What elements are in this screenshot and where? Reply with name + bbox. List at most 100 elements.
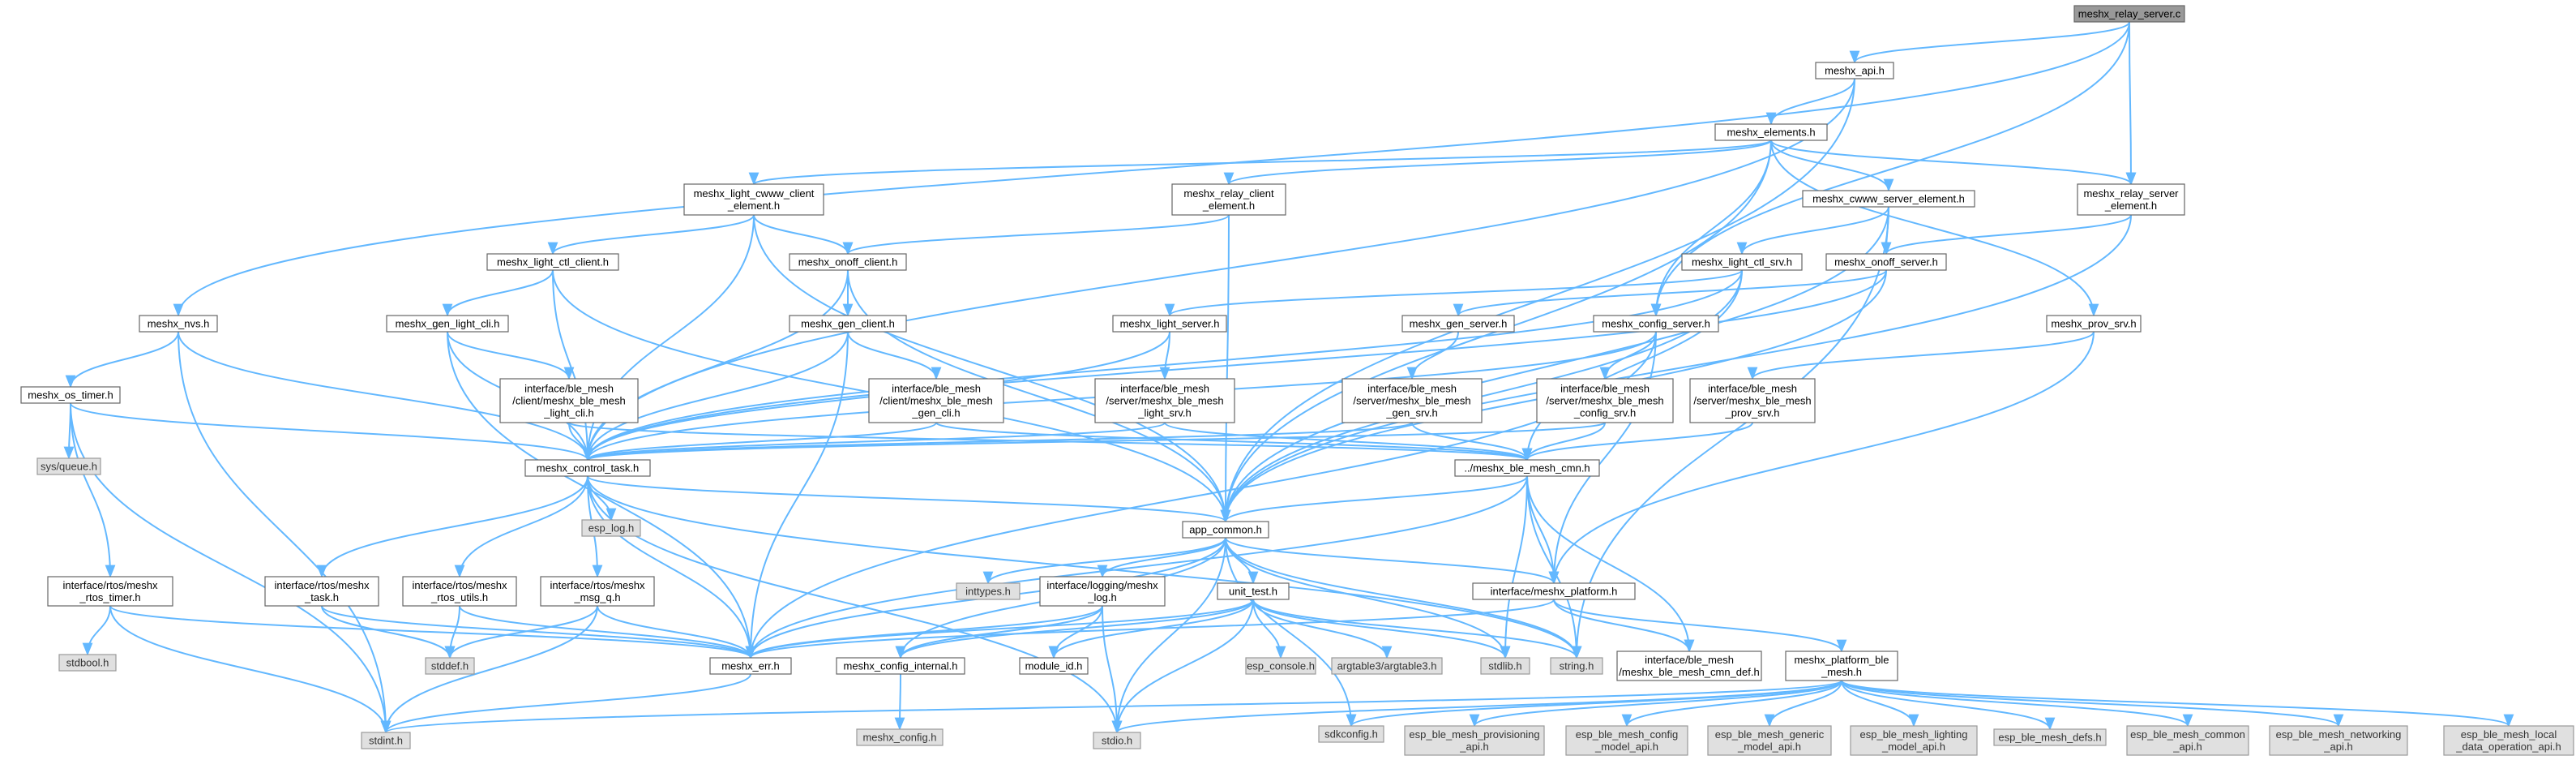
node-label: _element.h [727,200,780,212]
node-api-h[interactable]: meshx_api.h [1815,62,1894,79]
node-ble-mesh-cmn[interactable]: ../meshx_ble_mesh_cmn.h [1454,459,1600,477]
node-ble-light-srv[interactable]: interface/ble_mesh/server/meshx_ble_mesh… [1094,378,1235,423]
node-rtos-task[interactable]: interface/rtos/meshx_task.h [264,576,379,607]
node-label: _api.h [1459,741,1488,753]
node-label: meshx_config_internal.h [844,660,958,672]
edge-os_timer-to-stdint [70,402,392,734]
node-label: app_common.h [1189,524,1262,536]
node-platform-h[interactable]: interface/meshx_platform.h [1472,582,1636,600]
node-light-cwww-client-el[interactable]: meshx_light_cwww_client_element.h [683,183,824,216]
node-relay-client-el[interactable]: meshx_relay_client_element.h [1171,183,1286,216]
node-box [486,253,619,271]
node-box [1616,651,1762,681]
node-light-server[interactable]: meshx_light_server.h [1112,315,1227,333]
node-onoff-client[interactable]: meshx_onoff_client.h [789,253,907,271]
node-label: /client/meshx_ble_mesh [879,395,992,407]
node-label: _gen_srv.h [1385,407,1437,419]
edge-light_ctl_srv-to-ble_mesh_cmn [1521,269,1743,462]
edge-relay_client_el-to-onoff_client [842,214,1230,255]
node-ble-config-srv[interactable]: interface/ble_mesh/server/meshx_ble_mesh… [1536,378,1674,423]
node-gen-light-cli[interactable]: meshx_gen_light_cli.h [386,315,509,333]
node-label: module_id.h [1025,660,1083,672]
node-label: ../meshx_ble_mesh_cmn.h [1464,462,1590,474]
node-label: meshx_light_cwww_client [694,187,815,200]
edge-os_timer-to-control_task [70,402,593,462]
node-rtos-utils[interactable]: interface/rtos/meshx_rtos_utils.h [402,576,517,607]
node-msg-q[interactable]: interface/rtos/meshx_msg_q.h [540,576,655,607]
node-box [789,315,907,333]
node-ble-gen-cli[interactable]: interface/ble_mesh/client/meshx_ble_mesh… [868,378,1004,423]
edge-control_task-to-rtos_task [316,475,588,578]
node-unit-test[interactable]: unit_test.h [1217,582,1290,600]
node-label: _data_operation_api.h [2455,741,2561,753]
node-gen-server[interactable]: meshx_gen_server.h [1401,315,1515,333]
node-label: interface/ble_mesh [892,383,981,395]
node-label: interface/meshx_platform.h [1491,586,1618,598]
node-gen-client[interactable]: meshx_gen_client.h [789,315,907,333]
node-app-common[interactable]: app_common.h [1182,521,1269,539]
edge-unit_test-to-argtable3 [1252,599,1393,659]
edge-meshx_err-to-stdint [380,673,751,734]
edge-relay_server_c-to-nvs_h [173,21,2130,317]
node-elements-h[interactable]: meshx_elements.h [1714,123,1828,141]
node-box [1454,459,1600,477]
edge-gen_light_cli-to-meshx_err [447,331,756,659]
node-module-id[interactable]: module_id.h [1019,657,1089,675]
node-cwww-server-el[interactable]: meshx_cwww_server_element.h [1802,190,1975,208]
edge-elements_h-to-cwww_server_el [1770,140,1894,192]
node-box [1480,657,1530,675]
edge-relay_server_c-to-api_h [1849,21,2130,64]
edge-elements_h-to-config_server [1650,140,1772,317]
node-os-timer[interactable]: meshx_os_timer.h [20,386,121,404]
node-esp-lighting-model: esp_ble_mesh_lighting_model_api.h [1850,725,1978,756]
edge-ble_mesh_cmn-to-meshx_err [745,475,1528,659]
node-label: inttypes.h [965,586,1011,598]
node-nvs-h[interactable]: meshx_nvs.h [139,315,218,333]
edge-cwww_server_el-to-string_h [1571,206,1889,659]
node-prov-srv[interactable]: meshx_prov_srv.h [2046,315,2142,333]
edge-platform_ble_mesh-to-esp_generic_model [1764,680,1842,728]
node-light-ctl-srv[interactable]: meshx_light_ctl_srv.h [1681,253,1803,271]
node-stddef: stddef.h [425,657,475,675]
edge-control_task-to-meshx_err [587,475,756,659]
edge-api_h-to-elements_h [1765,78,1855,126]
node-config-internal[interactable]: meshx_config_internal.h [836,657,965,675]
node-label: _config_srv.h [1573,407,1636,419]
node-ble-gen-srv[interactable]: interface/ble_mesh/server/meshx_ble_mesh… [1341,378,1483,423]
node-ble-light-cli[interactable]: interface/ble_mesh/client/meshx_ble_mesh… [499,378,639,423]
node-ble-prov-srv[interactable]: interface/ble_mesh/server/meshx_ble_mesh… [1689,378,1816,423]
node-meshx-err[interactable]: meshx_err.h [709,657,792,675]
edge-msg_q-to-stdint [380,605,598,734]
node-onoff-server[interactable]: meshx_onoff_server.h [1825,253,1947,271]
edge-config_server-to-ble_config_srv [1599,331,1657,380]
edge-platform_ble_mesh-to-esp_networking_api [1841,680,2344,728]
node-light-ctl-client[interactable]: meshx_light_ctl_client.h [486,253,619,271]
node-relay-server-el[interactable]: meshx_relay_server_element.h [2077,183,2185,216]
node-label: meshx_prov_srv.h [2051,318,2136,330]
node-logging-log[interactable]: interface/logging/meshx_log.h [1039,576,1166,607]
node-control-task[interactable]: meshx_control_task.h [524,459,651,477]
node-platform-ble-mesh[interactable]: meshx_platform_ble_mesh.h [1785,651,1898,681]
node-label: _api.h [2172,741,2202,753]
edge-config_server-to-platform_h [1548,331,1657,585]
node-label: esp_console.h [1247,660,1315,672]
edge-app_common-to-stdio [1111,537,1226,734]
node-box [1714,123,1828,141]
edge-unit_test-to-stdlib [1252,599,1511,659]
node-label: _api.h [2323,741,2352,753]
edge-nvs_h-to-control_task [178,331,593,462]
node-label: meshx_nvs.h [148,318,210,330]
node-box [868,378,1004,423]
edge-rtos_task-to-stddef [321,605,456,659]
node-relay-server-c[interactable]: meshx_relay_server.c [2073,5,2185,23]
edge-platform_h-to-meshx_err [745,599,1555,659]
edge-control_task-to-app_common [587,475,1230,523]
node-label: interface/ble_mesh [1560,383,1650,395]
node-config-server[interactable]: meshx_config_server.h [1593,315,1719,333]
node-ble-cmn-def[interactable]: interface/ble_mesh/meshx_ble_mesh_cmn_de… [1616,651,1762,681]
node-label: interface/ble_mesh [1120,383,1209,395]
node-box [1850,725,1978,756]
node-rtos-timer[interactable]: interface/rtos/meshx_rtos_timer.h [47,576,173,607]
edge-rtos_task-to-meshx_err [321,605,756,659]
node-box [1550,657,1603,675]
